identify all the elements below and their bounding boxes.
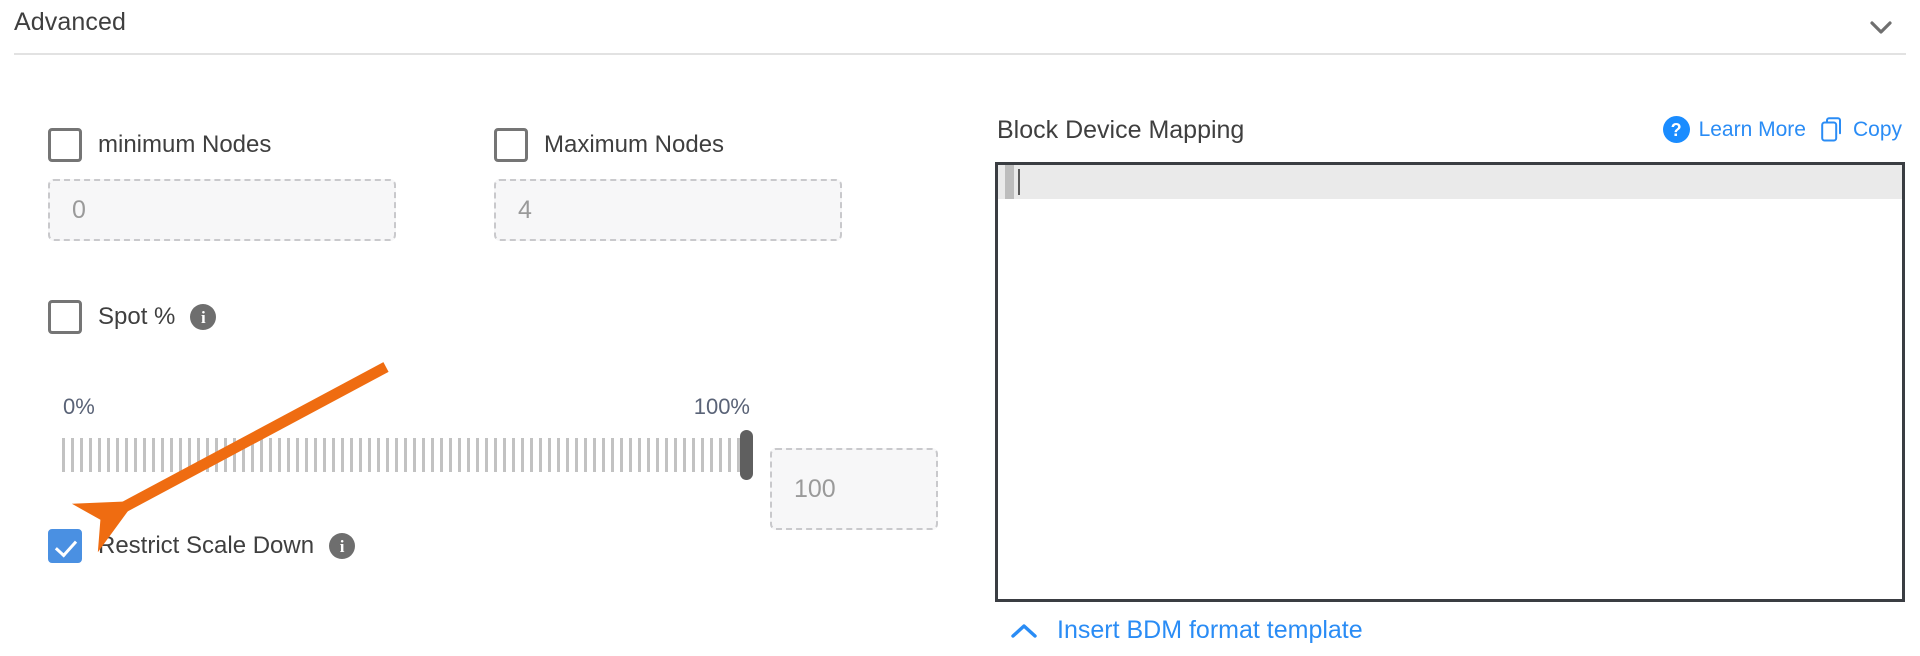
minimum-nodes-label: minimum Nodes (98, 131, 272, 158)
minimum-nodes-checkbox[interactable] (48, 128, 82, 162)
minimum-nodes-input-value: 0 (72, 195, 86, 224)
restrict-scale-down-checkbox-row[interactable]: Restrict Scale Down i (48, 529, 356, 563)
maximum-nodes-checkbox-row[interactable]: Maximum Nodes (494, 128, 724, 162)
minimum-nodes-input[interactable]: 0 (48, 179, 396, 241)
spot-percent-value-input[interactable]: 100 (770, 448, 938, 530)
slider-max-label: 100% (693, 394, 750, 419)
maximum-nodes-input[interactable]: 4 (494, 179, 842, 241)
spot-percent-checkbox[interactable] (48, 300, 82, 334)
block-device-mapping-editor[interactable] (995, 162, 1905, 602)
copy-link[interactable]: Copy (1820, 116, 1902, 143)
chevron-down-icon[interactable] (1864, 10, 1898, 44)
help-question-icon: ? (1662, 116, 1690, 143)
header-divider (14, 53, 1906, 55)
maximum-nodes-label: Maximum Nodes (544, 131, 725, 158)
restrict-scale-down-checkbox[interactable] (48, 529, 82, 563)
copy-label: Copy (1852, 117, 1902, 141)
spot-percent-info-icon[interactable]: i (190, 304, 217, 330)
spot-percent-value: 100 (794, 474, 836, 503)
slider-min-label: 0% (63, 394, 95, 419)
spot-percent-slider-track[interactable] (62, 438, 752, 472)
editor-caret (1018, 169, 1020, 195)
insert-bdm-template-link[interactable]: Insert BDM format template (1009, 616, 1363, 645)
page-title: Advanced (14, 8, 126, 36)
advanced-section-header: Advanced (0, 0, 1920, 55)
maximum-nodes-checkbox[interactable] (494, 128, 528, 162)
spot-percent-slider-group: 0% 100% (62, 394, 753, 484)
learn-more-link[interactable]: ? Learn More (1662, 116, 1806, 143)
maximum-nodes-input-value: 4 (518, 195, 532, 224)
minimum-nodes-checkbox-row[interactable]: minimum Nodes (48, 128, 271, 162)
block-device-mapping-panel: Block Device Mapping ? Learn More Copy (995, 54, 1920, 656)
editor-active-line (998, 165, 1902, 199)
restrict-scale-down-info-icon[interactable]: i (329, 533, 356, 559)
advanced-left-column: minimum Nodes 0 Maximum Nodes 4 Spot % i… (0, 54, 960, 656)
copy-icon (1820, 116, 1844, 143)
restrict-scale-down-label: Restrict Scale Down (98, 532, 315, 559)
chevron-up-icon (1009, 621, 1039, 641)
block-device-mapping-actions: ? Learn More Copy (1662, 116, 1902, 143)
block-device-mapping-title: Block Device Mapping (997, 116, 1245, 144)
editor-gutter-marker (1005, 165, 1014, 199)
spot-percent-label: Spot % (98, 303, 176, 330)
learn-more-label: Learn More (1698, 117, 1806, 141)
insert-bdm-template-label: Insert BDM format template (1057, 616, 1363, 644)
spot-percent-checkbox-row[interactable]: Spot % i (48, 300, 217, 334)
spot-percent-slider-thumb[interactable] (740, 430, 753, 480)
